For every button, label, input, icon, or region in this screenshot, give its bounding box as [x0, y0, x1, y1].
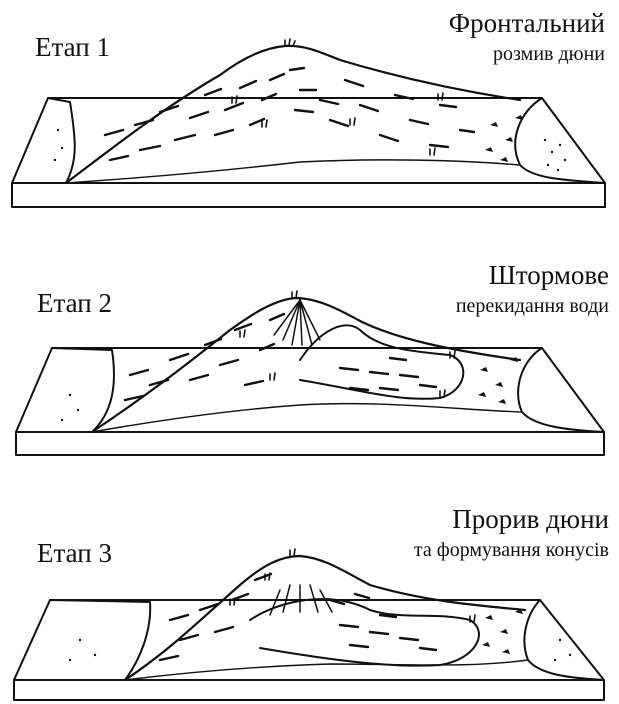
stage-1-label: Етап 1: [35, 34, 110, 61]
stage-2-caption-line2: перекидання води: [456, 296, 609, 316]
stage-3-caption-line1: Прорив дюни: [414, 506, 609, 533]
stage-2-caption-line1: Штормове: [456, 262, 609, 289]
stage-2-label: Етап 2: [37, 290, 112, 317]
panel-3-illustration: [14, 549, 604, 700]
stage-1-caption: Фронтальний розмив дюни: [449, 10, 605, 64]
stage-3-caption: Прорив дюни та формування конусів: [414, 506, 609, 560]
stage-3-caption-line2: та формування конусів: [414, 540, 609, 560]
stage-1-caption-line2: розмив дюни: [449, 44, 605, 64]
stage-3-label: Етап 3: [37, 540, 112, 567]
stage-2-caption: Штормове перекидання води: [456, 262, 609, 316]
stage-1-caption-line1: Фронтальний: [449, 10, 605, 37]
